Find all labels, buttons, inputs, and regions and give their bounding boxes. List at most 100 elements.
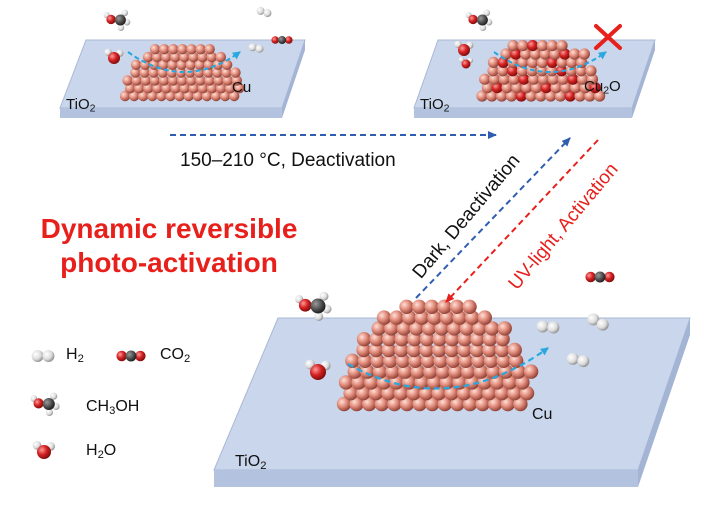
legend-h2-label: H2 — [66, 346, 84, 365]
cu-atom — [494, 342, 510, 358]
hydrogen-atom — [117, 24, 125, 32]
ch3oh-molecule — [295, 291, 332, 321]
hydrogen-atom — [45, 408, 54, 416]
oxygen-atom — [135, 350, 146, 362]
oxygen-atom — [106, 14, 116, 25]
cu-atom — [336, 396, 352, 412]
cu-atom — [482, 386, 497, 401]
cu-atom — [481, 82, 494, 94]
carbon-atom — [42, 398, 55, 410]
cu-atom — [577, 73, 589, 85]
cu-atom — [369, 332, 384, 347]
cu-atom — [186, 44, 197, 55]
hydrogen-atom — [319, 291, 329, 301]
cu-atom — [554, 90, 567, 102]
cu-atom — [507, 40, 519, 52]
oxygen-atom — [285, 36, 293, 44]
cu-atom — [174, 90, 185, 102]
cu-atom — [374, 396, 389, 412]
cu-atom — [356, 342, 371, 358]
hydrogen-atom — [50, 392, 58, 400]
hydrogen-atom — [536, 320, 549, 333]
legend-h2o-label: H2O — [86, 442, 117, 461]
cu-atom — [364, 375, 379, 390]
cu-atom — [545, 90, 557, 102]
cu-atom — [465, 310, 480, 325]
cu-atom — [406, 386, 421, 401]
headline-line-2: photo-activation — [60, 247, 278, 278]
cu-atom — [194, 59, 206, 70]
cu-atom — [482, 332, 498, 347]
horizontal-arrow-label: 150–210 °C, Deactivation — [180, 150, 396, 171]
oxygen-atom — [559, 48, 571, 60]
legend-h2-icon — [31, 350, 55, 362]
cu-atom — [498, 73, 510, 85]
legend-h2o-icon — [32, 441, 55, 459]
legend-ch3oh-icon — [30, 392, 60, 416]
oxygen-atom — [468, 14, 478, 25]
cu-atom — [170, 83, 181, 94]
cu-atom — [575, 65, 587, 77]
cu-atom — [368, 386, 384, 401]
cu-atom — [433, 353, 448, 368]
h2o-molecule — [104, 48, 124, 64]
cu-atom — [574, 90, 586, 102]
cu-atom — [508, 73, 520, 85]
cu-atom — [177, 44, 188, 55]
hydrogen-atom — [566, 352, 579, 365]
cu-atom — [234, 83, 245, 94]
carbon-atom — [476, 14, 488, 26]
cu-atom — [515, 375, 530, 390]
cu-atom — [138, 90, 149, 102]
cu-label-bottom: Cu — [532, 406, 553, 423]
hydrogen-atom — [42, 350, 55, 362]
cu-atom — [539, 48, 551, 60]
cu-atom — [460, 364, 476, 379]
cu-atom — [197, 83, 209, 94]
cu-atom — [547, 73, 559, 85]
h2o-molecule — [305, 359, 331, 380]
cu-atom — [406, 342, 422, 358]
cu-atom — [221, 59, 233, 70]
cu-atom — [530, 82, 543, 94]
cu-atom — [195, 44, 206, 55]
cu-atom — [500, 48, 512, 60]
hydrogen-atom — [248, 43, 257, 52]
cu-atom — [486, 364, 501, 379]
cu-atom — [368, 342, 384, 358]
cu-atom — [496, 353, 511, 368]
cu-atom — [131, 75, 142, 86]
cu-atom — [479, 73, 491, 85]
cu-atom — [585, 65, 597, 77]
oxygen-atom — [564, 90, 576, 102]
cu-atom — [497, 65, 509, 77]
cu-atom — [576, 56, 588, 68]
cu-atom — [420, 353, 436, 368]
oxygen-atom — [518, 73, 530, 85]
oxygen-atom — [540, 82, 552, 94]
cu-atom — [195, 75, 206, 86]
dark-deactivation-arrow — [415, 137, 571, 299]
uv-activation-arrow — [445, 139, 599, 303]
h2-molecule — [566, 352, 590, 368]
cu-atom — [419, 386, 434, 401]
oxygen-atom — [510, 48, 522, 60]
hydrogen-atom — [596, 318, 609, 331]
cu-atom — [219, 90, 231, 102]
cu-atom — [566, 56, 578, 68]
cu-atom — [469, 386, 484, 401]
h2-molecule — [536, 320, 560, 334]
legend-co2-label: CO2 — [160, 346, 191, 365]
cu-atom — [343, 386, 358, 401]
hydrogen-atom — [121, 9, 129, 17]
cu-atom — [549, 48, 561, 60]
cu-atom — [525, 90, 537, 102]
cu-atom — [508, 353, 524, 368]
cu-atom — [148, 67, 159, 78]
cu-atom — [158, 59, 169, 70]
cu-atom — [183, 90, 194, 102]
cu-atom — [411, 299, 427, 314]
cu-atom — [158, 44, 170, 55]
cu-atom — [431, 342, 447, 358]
